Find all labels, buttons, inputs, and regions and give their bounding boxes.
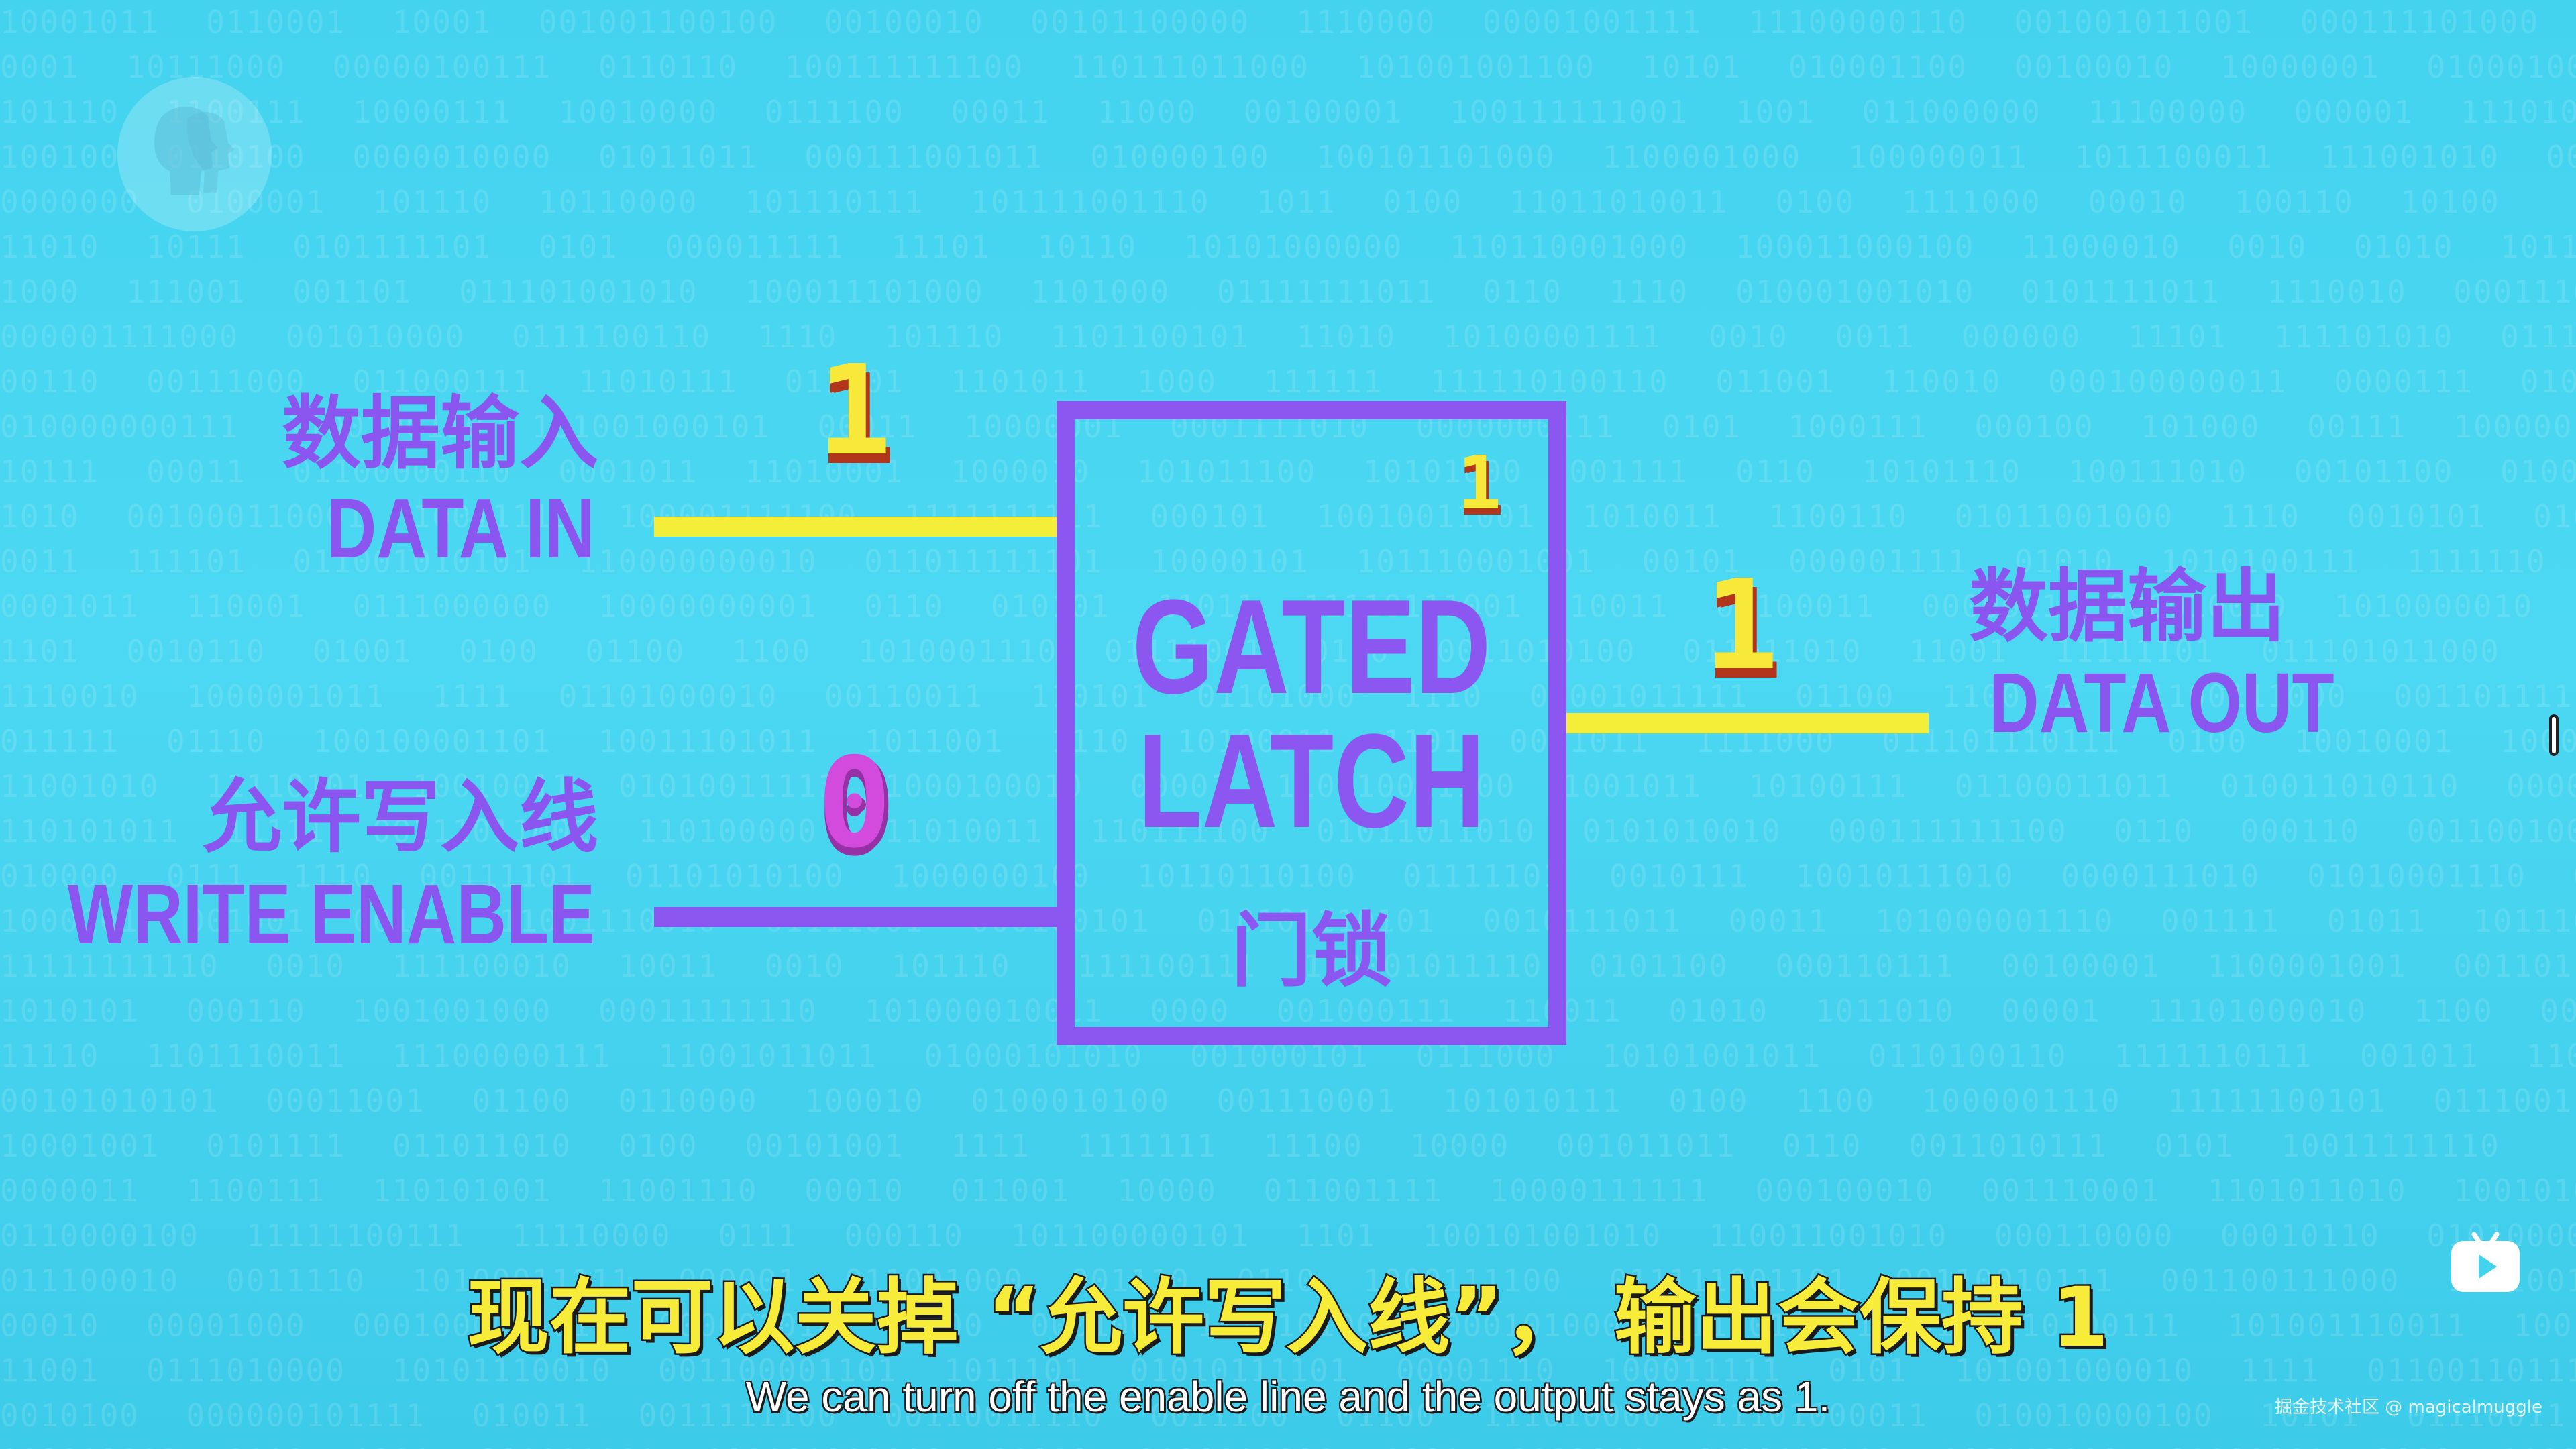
binary-row: 011111 01110 100100001101 10011101011 10… [0, 723, 2576, 759]
binary-row: 10001011 0110001 10001 001001100100 0010… [0, 4, 2576, 40]
data-in-value: 1 [817, 338, 892, 483]
write-enable-label-en: WRITE ENABLE [67, 867, 595, 961]
binary-row: 0011 111101 011001010101 110000000010 01… [0, 543, 2576, 580]
binary-row: 011100010 0011110 10100011111 000001 011… [0, 1263, 2576, 1299]
gated-latch-box: GATED LATCH 门锁 [1057, 401, 1566, 1045]
binary-row: 1101 0010110 01001 0100 01100 1100 10100… [0, 633, 2500, 669]
binary-row: 1010 001000110001 10011110 100001111100 … [0, 498, 2576, 535]
binary-row: 11001 0111010000 10101110010 00110000110… [0, 1352, 2576, 1389]
scroll-handle[interactable] [2549, 714, 2559, 756]
subtitle-english: We can turn off the enable line and the … [745, 1373, 1831, 1421]
data-in-label-en: DATA IN [327, 481, 595, 576]
binary-row: 010000 0111 1110 00111101 01101010100 10… [0, 858, 2576, 894]
data-out-wire [1566, 713, 1929, 733]
binary-row: 00110 00111000 011000111 11010111 011101… [0, 364, 2576, 400]
binary-row: 0000011 1100111 110101001 11001110 00010… [0, 1173, 2576, 1209]
binary-row: 1000 111001 001101 011101001010 10001110… [0, 274, 2576, 310]
data-out-value: 1 [1704, 553, 1779, 698]
watermark: 掘金技术社区 @ magicalmuggle [2274, 1397, 2542, 1417]
write-enable-wire [654, 907, 1057, 927]
binary-row: 1010101 000110 1001001000 00011111110 10… [0, 993, 2576, 1029]
play-icon[interactable] [2449, 1228, 2522, 1295]
data-in-label-cn: 数据输入 [281, 387, 598, 480]
pbs-logo [117, 77, 272, 231]
latch-title-cn: 门锁 [1231, 905, 1392, 998]
binary-row: 0010100 000000101111 010011 0011111100 0… [0, 1397, 2576, 1434]
binary-row: 11001010 11110101 10010011 01010011111 1… [0, 768, 2576, 804]
binary-row: 000001111000 001010000 0111100110 1110 1… [0, 319, 2576, 355]
binary-row: 101110 1100111 10000111 10010000 0111100… [0, 94, 2576, 130]
write-enable-value: 0 [817, 731, 892, 875]
binary-row: 100100 0110100 0000010000 01011011 00011… [0, 139, 2576, 175]
data-out-label-en: DATA OUT [1989, 655, 2334, 750]
binary-row: 1000101 001001 00101 11001110010 0111100… [0, 903, 2576, 939]
latch-stored-value: 1 [1457, 440, 1502, 526]
data-in-wire [654, 517, 1057, 537]
write-enable-label-cn: 允许写入线 [202, 771, 598, 863]
binary-row: 0001 10111000 00000100111 0110110 100111… [0, 49, 2576, 85]
binary-row: 00010 00001000 000100000101 10000010101 … [0, 1307, 2576, 1344]
pbs-head-icon [154, 106, 235, 195]
binary-row: 10111 00011 01100000110 0001011 11010001… [0, 453, 2576, 490]
subtitle-chinese: 现在可以关掉 “允许写入线”， 输出会保持 1 [466, 1269, 2110, 1367]
data-out-label-cn: 数据输出 [1969, 560, 2286, 653]
binary-row: 11010 10111 0101111101 0101 000011111 11… [0, 229, 2576, 265]
binary-row: 0110000100 11111100111 11110000 0111 000… [0, 1218, 2576, 1254]
binary-row: 10001001 0101111 011011010 0100 00101001… [0, 1128, 2500, 1164]
binary-row: 110101011 11111 00111011001 110100000 11… [0, 813, 2576, 849]
binary-row: 0000000 0100001 101110 10110000 10111011… [0, 184, 2500, 220]
binary-row: 0001011 110001 0111000000 10000000001 01… [0, 588, 2576, 625]
binary-row: 00101010101 00011001 01100 0110000 10001… [0, 1083, 2576, 1119]
latch-title: GATED LATCH [1132, 572, 1491, 856]
binary-row: 1110010 1000001011 1111 01101000010 0011… [0, 678, 2576, 714]
binary-row: 11111111110 0010 111100010 10011 0010 10… [0, 948, 2576, 984]
